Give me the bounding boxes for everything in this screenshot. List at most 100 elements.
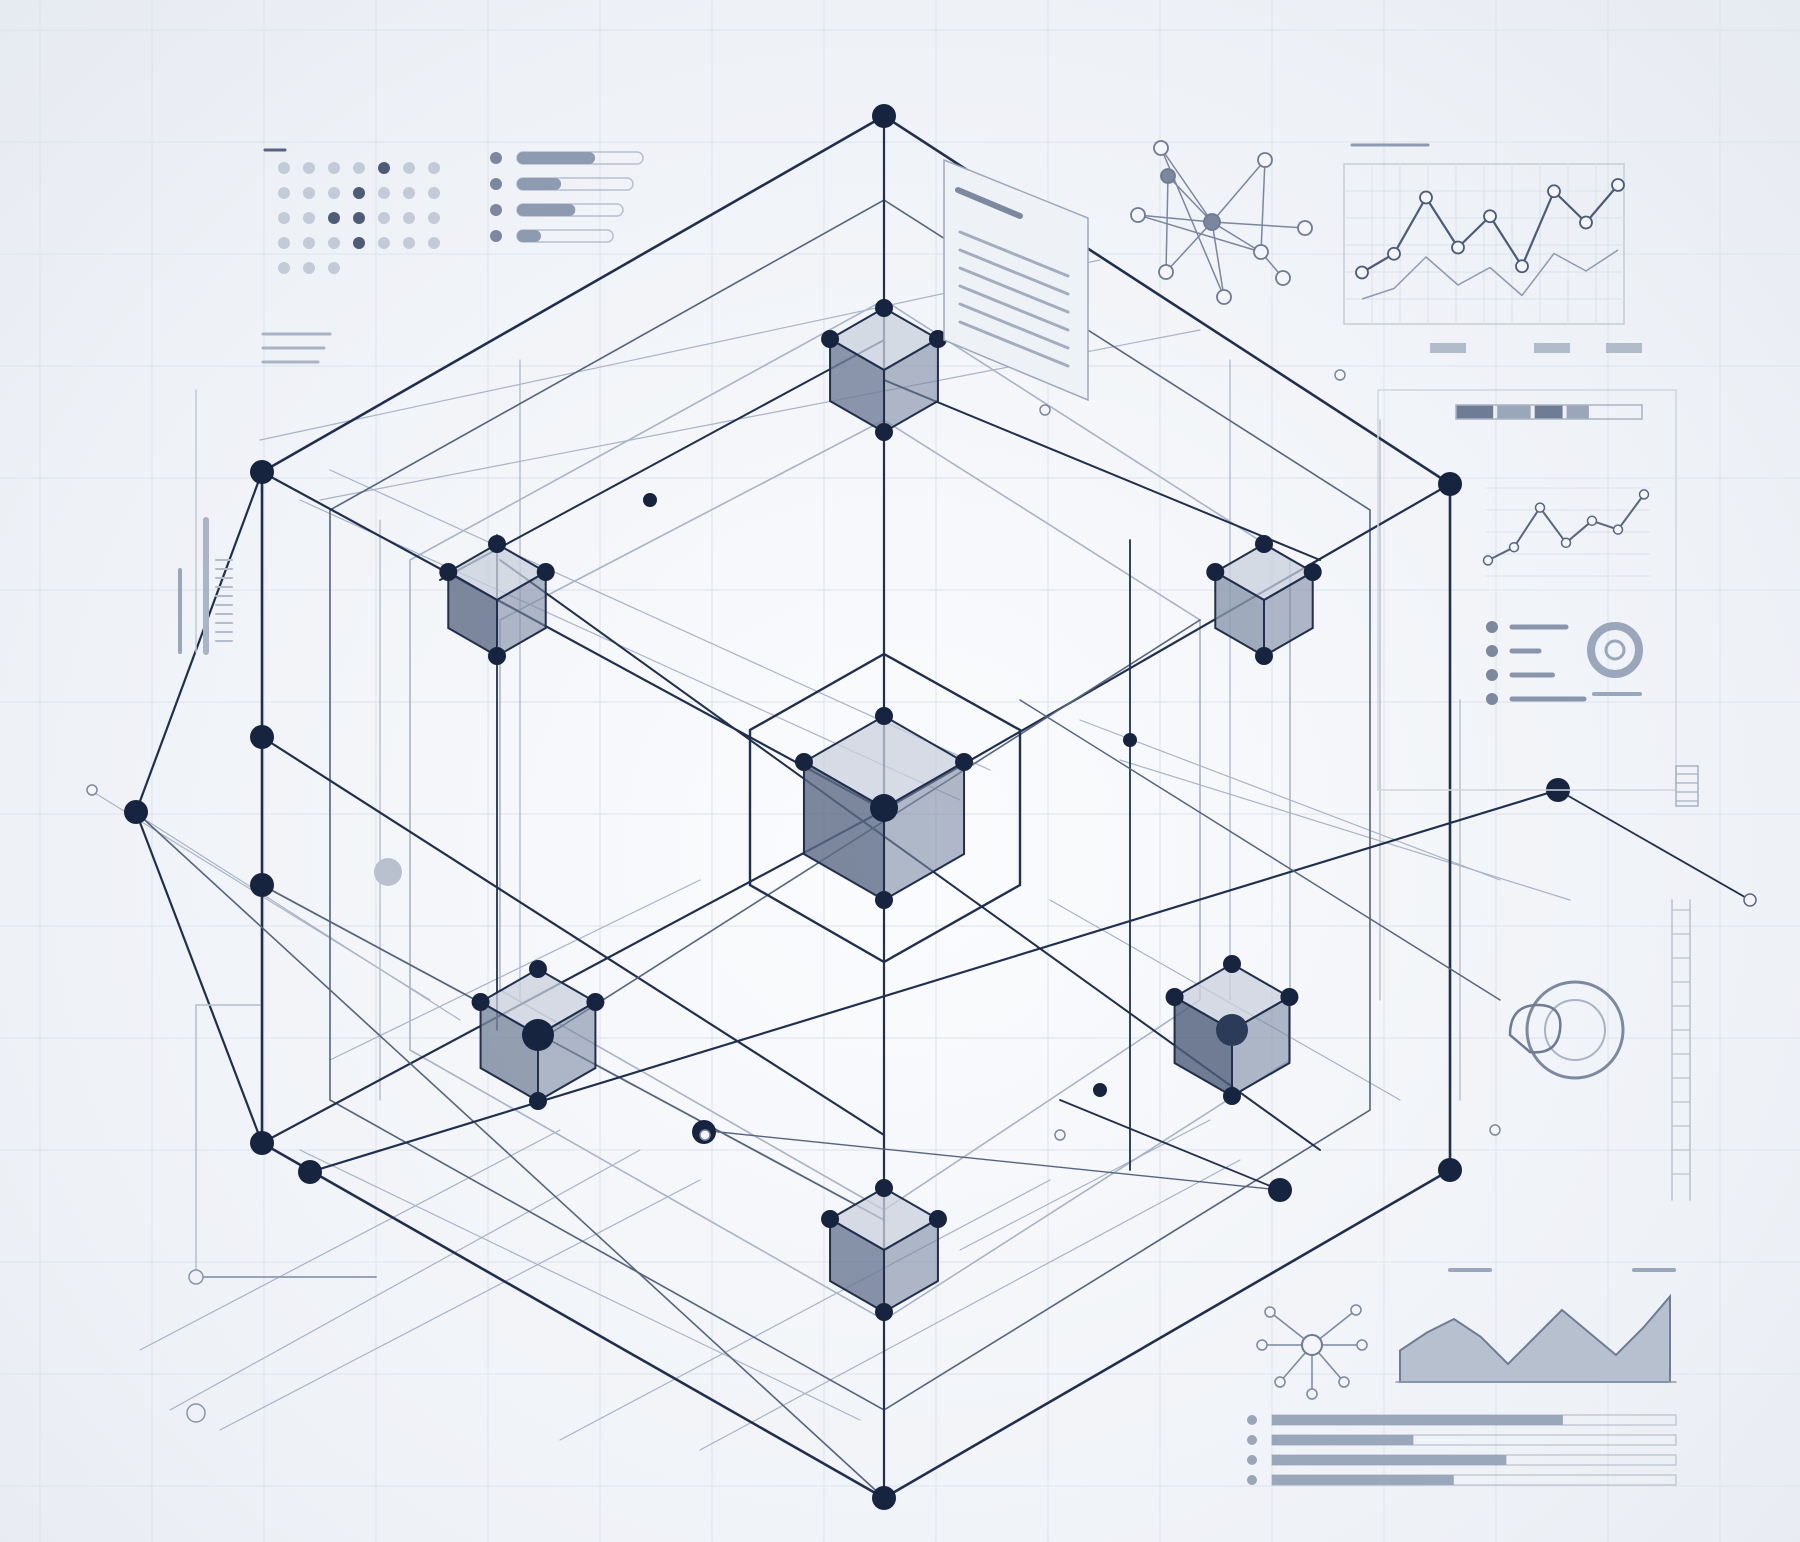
faint-line — [559, 1179, 1051, 1441]
matrix-dot — [278, 187, 290, 199]
faint-line — [219, 1179, 701, 1431]
left-side-widgets — [178, 332, 377, 1423]
graph-node — [1158, 264, 1174, 280]
node — [439, 563, 458, 581]
center-node — [870, 794, 898, 822]
matrix-dot — [303, 162, 315, 174]
spoke-node — [1264, 1306, 1276, 1318]
faint-line — [329, 879, 701, 1061]
node — [1255, 535, 1273, 553]
graph-node — [1297, 220, 1313, 236]
graph-node — [1275, 270, 1291, 286]
spoke-node — [1356, 1339, 1368, 1351]
faint-line — [1119, 759, 1571, 901]
graph-node — [1257, 152, 1273, 168]
cube-right — [883, 337, 939, 434]
bottom-right-widgets — [1247, 1268, 1677, 1486]
junction-node — [250, 725, 274, 749]
dot-matrix-widget — [263, 148, 440, 274]
bullet — [1247, 1475, 1257, 1485]
spoke-node — [1306, 1388, 1318, 1400]
node — [875, 1303, 893, 1321]
graph-edge — [1137, 214, 1213, 223]
spoke-node — [1338, 1376, 1350, 1388]
node — [1255, 647, 1273, 665]
bar-fill — [517, 204, 576, 216]
matrix-dot — [403, 187, 415, 199]
donut-center — [1604, 639, 1626, 661]
node — [1280, 988, 1299, 1006]
small-node — [1123, 733, 1137, 747]
faint-line — [169, 1149, 641, 1411]
bar-fill — [1272, 1415, 1563, 1425]
spoke-node — [1350, 1304, 1362, 1316]
graph-edge — [1165, 221, 1213, 273]
node — [1223, 955, 1241, 973]
matrix-dot — [328, 237, 340, 249]
progress-bars-top — [490, 151, 644, 243]
matrix-dot — [353, 162, 365, 174]
graph-edge — [1137, 214, 1262, 253]
matrix-dot — [278, 212, 290, 224]
chart-point — [1483, 209, 1497, 224]
matrix-dot — [353, 212, 365, 224]
bullet — [1486, 669, 1498, 681]
graph-edge — [1260, 159, 1266, 253]
diagonal — [883, 379, 1321, 561]
matrix-dot — [428, 187, 440, 199]
junction-node — [1438, 1158, 1462, 1182]
matrix-dot — [378, 212, 390, 224]
node — [1206, 563, 1225, 581]
small-node — [699, 1129, 711, 1141]
node — [928, 330, 947, 348]
doc-text-line — [958, 266, 1070, 314]
node — [1303, 563, 1322, 581]
bullet — [490, 230, 502, 242]
bottom-cube — [821, 1179, 947, 1321]
junction-node — [250, 873, 274, 897]
right-cube — [1206, 535, 1322, 665]
graph-edge — [1211, 159, 1266, 223]
mid-right-widgets — [1377, 389, 1699, 1201]
node — [529, 960, 547, 978]
misc-nodes — [86, 369, 1757, 1141]
graph-node — [1160, 168, 1176, 184]
segment — [1456, 405, 1494, 419]
cube-right — [496, 570, 547, 658]
line-chart-top-right — [1343, 143, 1642, 353]
bottom-right-cube — [1165, 955, 1299, 1105]
matrix-dot — [278, 262, 290, 274]
node — [794, 753, 813, 771]
junction-node — [250, 1131, 274, 1155]
spoke-node — [1256, 1339, 1268, 1351]
diagonal — [1059, 1099, 1281, 1191]
matrix-dot — [378, 162, 390, 174]
small-node — [1334, 369, 1346, 381]
hub-spoke-icon — [1301, 1334, 1323, 1356]
segment — [1566, 405, 1589, 419]
node — [1216, 1014, 1248, 1046]
node — [488, 535, 506, 553]
junction-node — [872, 1486, 896, 1510]
bullet — [1486, 621, 1498, 633]
chart-point — [1515, 259, 1529, 274]
matrix-dot — [303, 237, 315, 249]
diagonal — [699, 1129, 1281, 1191]
graph-edge — [1160, 147, 1213, 223]
matrix-dot — [303, 187, 315, 199]
chart-point — [1612, 524, 1624, 535]
graph-node — [1130, 207, 1146, 223]
panel-frame — [1377, 389, 1677, 791]
doc-text-line — [958, 230, 1070, 278]
node — [522, 1019, 554, 1051]
matrix-dot — [428, 237, 440, 249]
diagonal — [135, 811, 885, 1499]
spoke-node — [1274, 1376, 1286, 1388]
bullet — [1247, 1455, 1257, 1465]
bar-fill — [517, 178, 562, 190]
line-end-node — [86, 784, 98, 796]
matrix-dot — [328, 162, 340, 174]
matrix-dot — [278, 237, 290, 249]
